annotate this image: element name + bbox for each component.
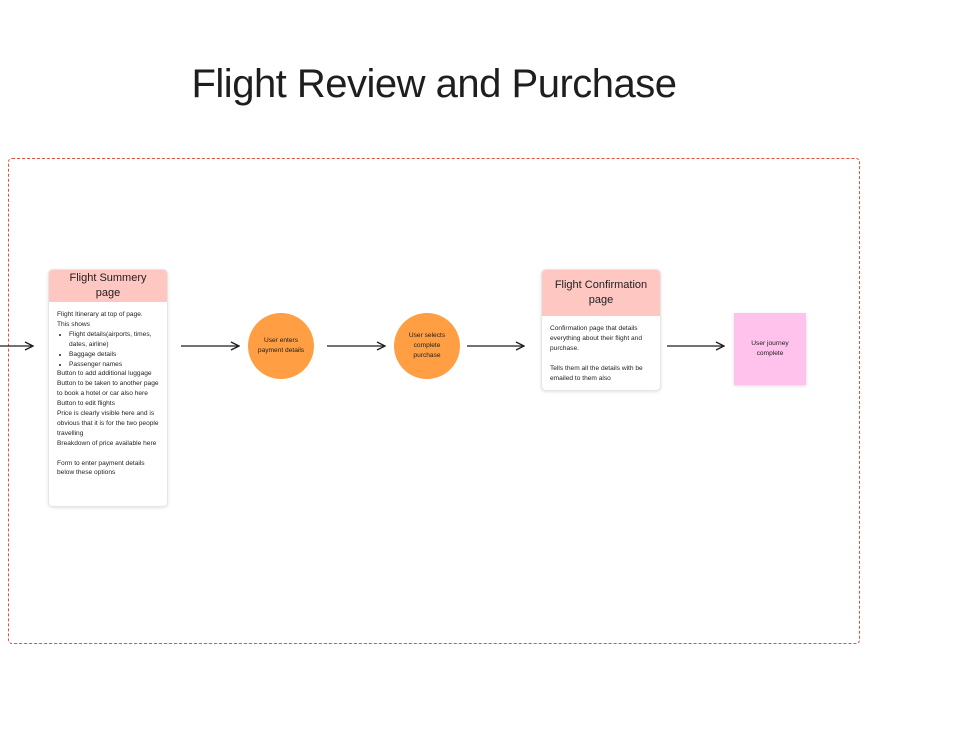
- journey-complete-sticky[interactable]: User journey complete: [734, 313, 806, 385]
- step-payment-circle[interactable]: User enters payment details: [248, 313, 314, 379]
- summary-line: Price is clearly visible here and is obv…: [57, 410, 159, 437]
- confirmation-para-1: Confirmation page that details everythin…: [550, 325, 643, 352]
- confirmation-para-2: Tells them all the details with be email…: [550, 364, 643, 382]
- flight-confirmation-card-header: Flight Confirmation page: [542, 270, 660, 316]
- summary-line: Button to edit flights: [57, 400, 115, 408]
- step-payment-label: User enters payment details: [257, 337, 305, 354]
- summary-bullet: Baggage details: [69, 350, 159, 360]
- summary-line: Button to be taken to another page to bo…: [57, 380, 159, 398]
- summary-bullet: Flight details(airports, times, dates, a…: [69, 330, 159, 350]
- step-purchase-circle[interactable]: User selects complete purchase: [394, 313, 460, 379]
- summary-intro-1: Flight Itinerary at top of page.: [57, 311, 143, 318]
- step-purchase-label: User selects complete purchase: [408, 332, 446, 359]
- flight-confirmation-card[interactable]: Flight Confirmation page Confirmation pa…: [541, 269, 661, 391]
- flight-summary-card-header: Flight Summery page: [49, 270, 167, 302]
- flight-confirmation-card-body: Confirmation page that details everythin…: [542, 316, 660, 390]
- summary-line: Button to add additional luggage: [57, 370, 152, 378]
- section-frame[interactable]: [8, 158, 860, 644]
- summary-intro-2: This shows: [57, 320, 90, 328]
- summary-line: Breakdown of price available here: [57, 439, 157, 447]
- summary-bullet-list: Flight details(airports, times, dates, a…: [57, 330, 159, 370]
- summary-bullet: Passenger names: [69, 360, 159, 370]
- journey-complete-label: User journey complete: [751, 340, 789, 357]
- flight-summary-card-body: Flight Itinerary at top of page. This sh…: [49, 302, 167, 486]
- summary-footer: Form to enter payment details below thes…: [57, 459, 145, 477]
- diagram-title: Flight Review and Purchase: [191, 62, 677, 106]
- flight-summary-card[interactable]: Flight Summery page Flight Itinerary at …: [48, 269, 168, 507]
